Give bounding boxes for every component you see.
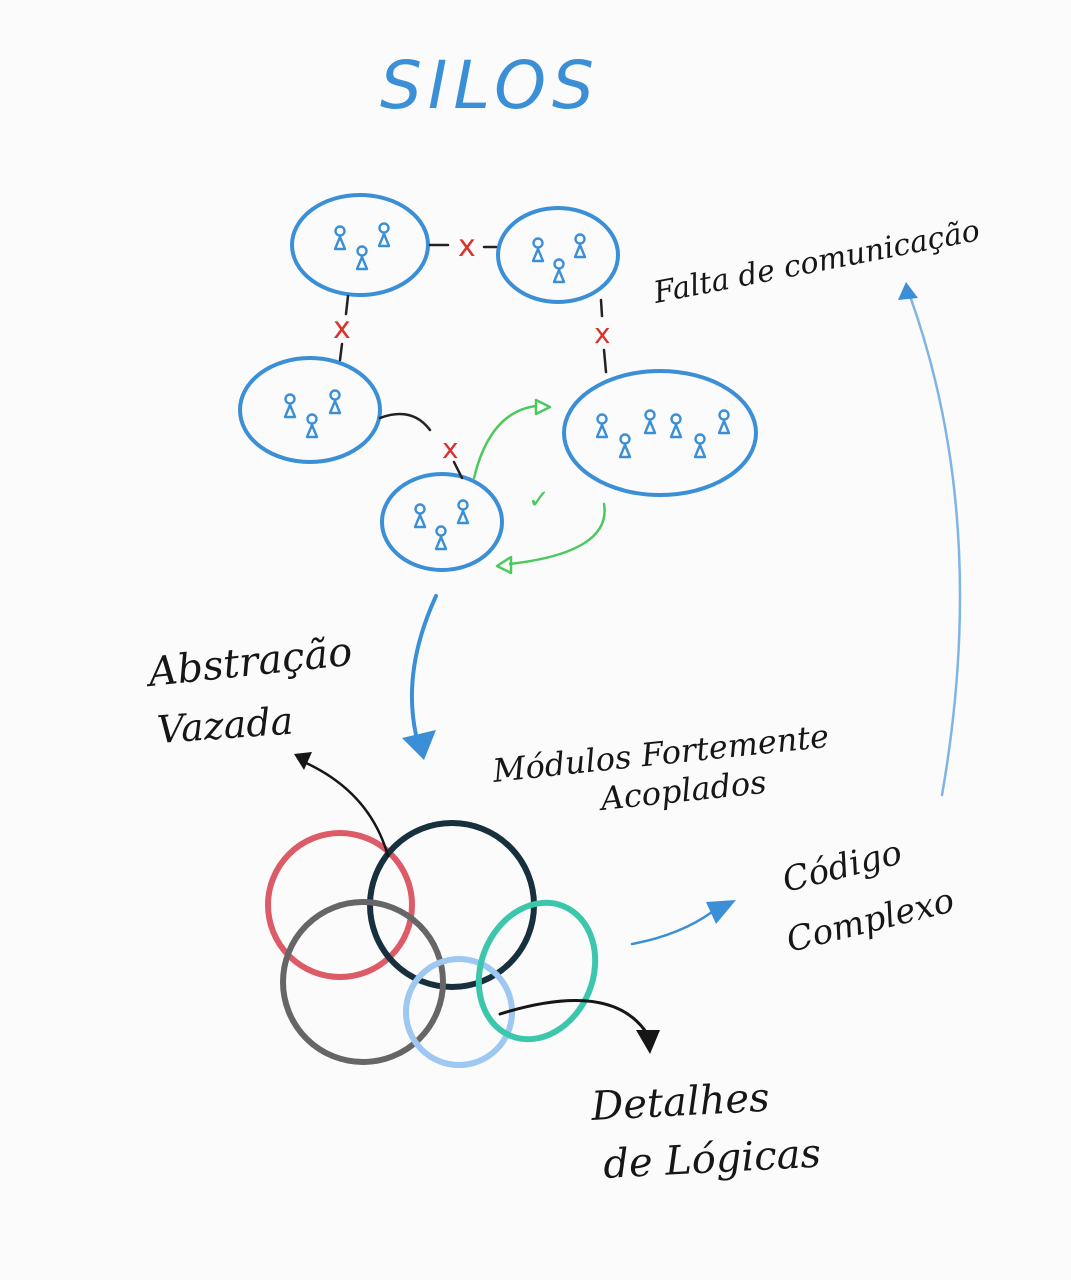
ok-mark: ✓ (528, 485, 550, 515)
arrow-head-icon (294, 752, 312, 770)
silo-group-top-right (496, 206, 620, 304)
arrow-head-icon (495, 555, 513, 575)
person-icon (717, 409, 731, 435)
coupled-modules-rings (265, 820, 599, 1068)
ok-link: ✓ (472, 398, 606, 575)
blocked-link-right: x (594, 298, 611, 374)
arrow-head-icon (402, 730, 436, 760)
blocked-mark: x (594, 317, 611, 350)
person-icon (693, 433, 707, 459)
blocked-link-left: x (333, 294, 351, 362)
arrow-head-icon (534, 398, 552, 416)
ring-teal (475, 899, 599, 1043)
arrow-head-icon (898, 282, 918, 300)
arrow-to-codigo (630, 900, 736, 946)
person-icon (355, 245, 369, 271)
label-detalhes: Detalhes (589, 1075, 771, 1130)
person-icon (377, 222, 391, 248)
blocked-link-top: x (428, 229, 498, 264)
arrow-head-icon (636, 1030, 660, 1054)
silo-group-mid-left (238, 356, 382, 464)
label-codigo: Código (779, 833, 906, 901)
blocked-mark: x (458, 229, 476, 264)
person-icon (333, 225, 347, 251)
blocked-mark: x (333, 311, 351, 346)
person-icon (618, 433, 632, 459)
person-icon (434, 525, 448, 551)
person-icon (531, 237, 545, 263)
person-icon (573, 233, 587, 259)
person-icon (643, 409, 657, 435)
ring-lightblue (403, 956, 515, 1068)
person-icon (328, 389, 342, 415)
label-vazada: Vazada (156, 699, 295, 752)
arrow-to-falta-comunicacao (898, 282, 962, 797)
arrow-to-abstracao (294, 752, 390, 858)
label-falta-comunicacao: Falta de comunicação (650, 213, 983, 311)
silo-group-large-right (562, 369, 758, 497)
person-icon (456, 499, 470, 525)
label-abstracao: Abstração (142, 629, 354, 697)
arrow-to-detalhes (498, 999, 660, 1054)
person-icon (413, 503, 427, 529)
diagram-title: SILOS (380, 47, 600, 124)
silo-group-top-left (290, 193, 430, 297)
blocked-mark: x (442, 432, 459, 465)
blocked-link-mid: x (378, 412, 464, 480)
label-de-logicas: de Lógicas (602, 1131, 822, 1188)
person-icon (595, 413, 609, 439)
ring-red (265, 830, 415, 980)
person-icon (305, 413, 319, 439)
arrow-head-icon (706, 900, 736, 924)
arrow-to-modulos (402, 594, 438, 760)
person-icon (552, 258, 566, 284)
ring-gray (280, 899, 446, 1065)
person-icon (669, 413, 683, 439)
silo-group-bottom (380, 472, 504, 572)
person-icon (283, 393, 297, 419)
